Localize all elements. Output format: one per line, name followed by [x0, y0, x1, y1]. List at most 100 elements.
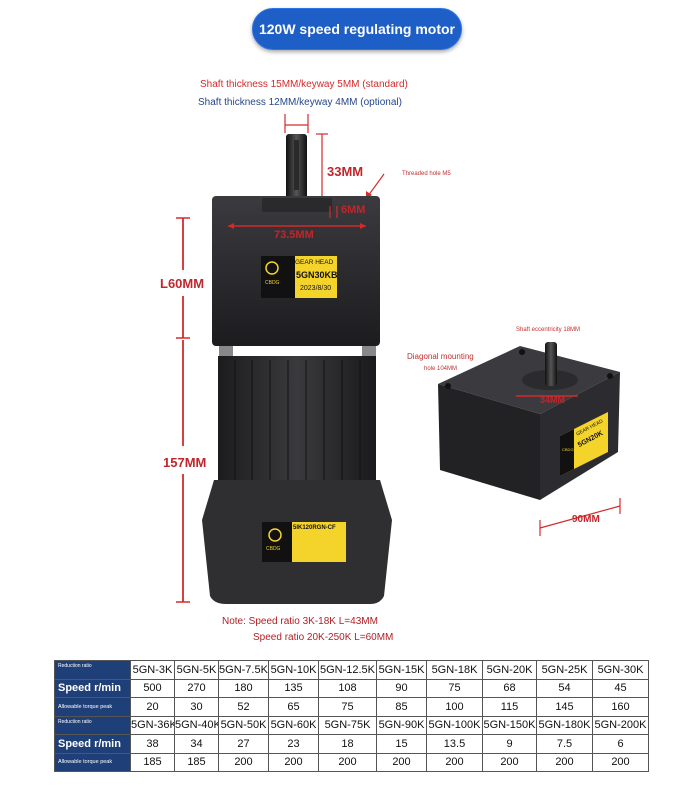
table-cell: 160 — [592, 697, 649, 717]
row-header: Allowable torque peak — [54, 697, 131, 717]
shaft-keyway — [294, 140, 299, 190]
table-cell: 20 — [130, 697, 175, 717]
table-cell: 108 — [318, 678, 377, 698]
keyway-label: 6MM — [341, 204, 366, 216]
shaft-standard-note: Shaft thickness 15MM/keyway 5MM (standar… — [200, 79, 408, 90]
table-cell: 100 — [426, 697, 483, 717]
gear-label-date: 2023/8/30 — [300, 285, 332, 292]
table-cell: 15 — [376, 734, 427, 754]
table-cell: 75 — [318, 697, 377, 717]
table-cell: 68 — [482, 678, 537, 698]
eccentricity-label: Shaft eccentricity 18MM — [516, 327, 581, 333]
motor-fins — [234, 360, 361, 484]
table-cell: 185 — [130, 752, 175, 772]
row-header: Reduction ratio — [54, 660, 131, 680]
table-cell: 65 — [268, 697, 319, 717]
page-title: 120W speed regulating motor — [258, 21, 456, 37]
motor-label-brand: CBDG — [266, 546, 281, 552]
table-cell: 180 — [218, 678, 269, 698]
gear-label-brand: CBDG — [265, 280, 280, 286]
gear-label-line1b: HEAD — [315, 259, 334, 266]
width-label: 73.5MM — [274, 229, 314, 241]
gearhead-length-label: L60MM — [160, 276, 205, 291]
row-header: Reduction ratio — [54, 715, 131, 735]
gear-label-line1: GEAR — [295, 259, 314, 266]
shaft-length-label: 33MM — [327, 164, 364, 179]
side-width-label: 90MM — [572, 514, 600, 525]
table-cell: 5GN-30K — [592, 660, 649, 680]
table-cell: 5GN-20K — [482, 660, 537, 680]
table-cell: 5GN-18K — [426, 660, 483, 680]
side-view-gearbox — [438, 342, 620, 500]
table-cell: 30 — [174, 697, 219, 717]
motor-body — [218, 356, 376, 484]
shaft-optional-note: Shaft thickness 12MM/keyway 4MM (optiona… — [198, 97, 402, 108]
side-width-dim — [539, 505, 621, 529]
table-cell: 200 — [592, 752, 649, 772]
table-cell: 5GN-36K — [130, 715, 175, 735]
table-cell: 85 — [376, 697, 427, 717]
table-cell: 5GN-10K — [268, 660, 319, 680]
table-cell: 200 — [318, 752, 377, 772]
table-cell: 7.5 — [536, 734, 593, 754]
table-cell: 5GN-15K — [376, 660, 427, 680]
table-cell: 5GN-90K — [376, 715, 427, 735]
table-cell: 200 — [218, 752, 269, 772]
table-cell: 34 — [174, 734, 219, 754]
row-header: Allowable torque peak — [54, 752, 131, 772]
threaded-hole-label: Threaded hole M5 — [402, 171, 451, 177]
table-cell: 5GN-25K — [536, 660, 593, 680]
table-cell: 23 — [268, 734, 319, 754]
table-cell: 5GN-200K — [592, 715, 649, 735]
row-header: Speed r/min — [54, 678, 131, 698]
table-cell: 500 — [130, 678, 175, 698]
table-cell: 200 — [536, 752, 593, 772]
row-header: Speed r/min — [54, 734, 131, 754]
table-cell: 6 — [592, 734, 649, 754]
table-cell: 18 — [318, 734, 377, 754]
table-cell: 75 — [426, 678, 483, 698]
table-cell: 52 — [218, 697, 269, 717]
table-cell: 5GN-40K — [174, 715, 219, 735]
table-cell: 5GN-7.5K — [218, 660, 269, 680]
gear-label-model: 5GN30KB — [296, 270, 338, 280]
motor-length-label: 157MM — [163, 455, 207, 470]
table-cell: 45 — [592, 678, 649, 698]
title-badge: 120W speed regulating motor — [252, 8, 462, 50]
table-cell: 5GN-100K — [426, 715, 483, 735]
table-cell: 145 — [536, 697, 593, 717]
note-line1: Note: Speed ratio 3K-18K L=43MM — [222, 616, 378, 627]
table-cell: 200 — [268, 752, 319, 772]
table-cell: 9 — [482, 734, 537, 754]
side-shaft-label: 34MM — [540, 395, 566, 405]
diagonal-label: Diagonal mounting — [407, 352, 474, 361]
table-cell: 27 — [218, 734, 269, 754]
table-cell: 270 — [174, 678, 219, 698]
table-cell: 115 — [482, 697, 537, 717]
table-cell: 200 — [376, 752, 427, 772]
gear-label-text: GEAR HEAD — [295, 259, 337, 267]
motor-label-model: 5IK120RGN-CF — [293, 525, 336, 531]
table-cell: 185 — [174, 752, 219, 772]
table-cell: 5GN-12.5K — [318, 660, 377, 680]
threaded-hole-arrow — [367, 173, 385, 197]
table-cell: 54 — [536, 678, 593, 698]
table-cell: 38 — [130, 734, 175, 754]
table-cell: 5GN-50K — [218, 715, 269, 735]
table-cell: 5GN-5K — [174, 660, 219, 680]
table-cell: 135 — [268, 678, 319, 698]
table-cell: 13.5 — [426, 734, 483, 754]
note-line2: Speed ratio 20K-250K L=60MM — [253, 632, 394, 643]
table-cell: 5GN-3K — [130, 660, 175, 680]
table-cell: 5GN-75K — [318, 715, 377, 735]
table-cell: 5GN-150K — [482, 715, 537, 735]
table-cell: 5GN-60K — [268, 715, 319, 735]
table-cell: 200 — [426, 752, 483, 772]
